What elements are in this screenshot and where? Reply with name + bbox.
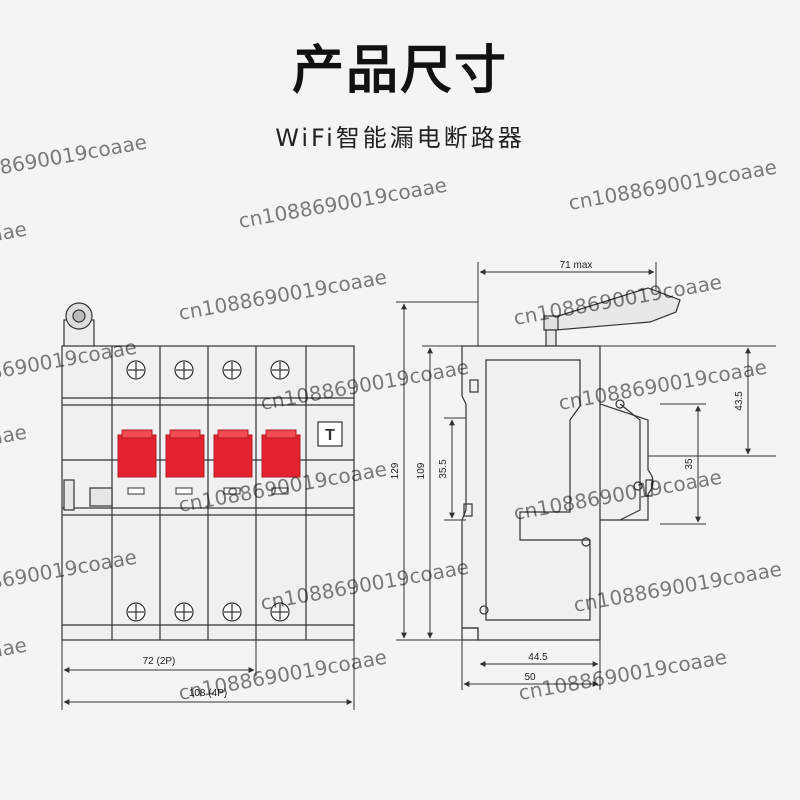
side-view (461, 287, 681, 641)
toggle-lever-2 (165, 429, 205, 478)
dim-top-width: 71 max (560, 260, 593, 271)
screw-icon (126, 602, 146, 622)
front-view: T (61, 302, 355, 641)
watermark-text: cn1088690019coaae (567, 155, 779, 215)
side-profile-outline (461, 345, 654, 641)
toggle-levers (117, 429, 301, 478)
screw-icon (222, 360, 242, 380)
screw-icon (174, 360, 194, 380)
watermark-text: cn1088690019coaae (177, 265, 389, 325)
dim-right-upper: 43.5 (734, 391, 745, 411)
toggle-lever-1 (117, 429, 157, 478)
screw-icon (174, 602, 194, 622)
toggle-lever-4 (261, 429, 301, 478)
test-button-label: T (325, 427, 335, 444)
screw-icon (270, 602, 290, 622)
dim-bottom-outer: 50 (524, 672, 536, 683)
side-inner-profile (485, 359, 591, 621)
watermark-text: cn1088690019coaae (0, 633, 29, 693)
page-subtitle: WiFi智能漏电断路器 (275, 124, 525, 152)
dim-bottom-inner: 44.5 (528, 652, 548, 663)
watermark-text: cn1088690019coaae (0, 420, 29, 480)
antenna-icon (543, 287, 681, 347)
screw-icon (126, 360, 146, 380)
toggle-lever-3 (213, 429, 253, 478)
watermark-text: cn1088690019coaae (572, 557, 784, 617)
watermark-text: cn1088690019coaae (517, 645, 729, 705)
page-title: 产品尺寸 (291, 41, 508, 101)
top-screws (126, 360, 290, 380)
bottom-screws (126, 602, 290, 622)
dim-width-4p: 108 (4P) (189, 688, 227, 699)
status-windows (127, 487, 289, 495)
dim-left-inner: 35.5 (438, 459, 449, 479)
watermark-text: cn1088690019coaae (177, 645, 389, 705)
side-dimensions (396, 262, 776, 690)
screw-icon (270, 360, 290, 380)
dim-right-lower: 35 (684, 458, 695, 470)
test-button (317, 421, 343, 447)
dim-width-2p: 72 (2P) (143, 656, 176, 667)
watermark-text: cn1088690019coaae (0, 217, 29, 277)
watermark-text: cn1088690019coaae (0, 130, 149, 190)
screw-icon (222, 602, 242, 622)
antenna-knob-icon (63, 302, 95, 349)
dim-height-total: 129 (390, 462, 401, 479)
watermark-text: cn1088690019coaae (237, 173, 449, 233)
front-dimensions (61, 640, 355, 710)
dim-height-body: 109 (416, 462, 427, 479)
